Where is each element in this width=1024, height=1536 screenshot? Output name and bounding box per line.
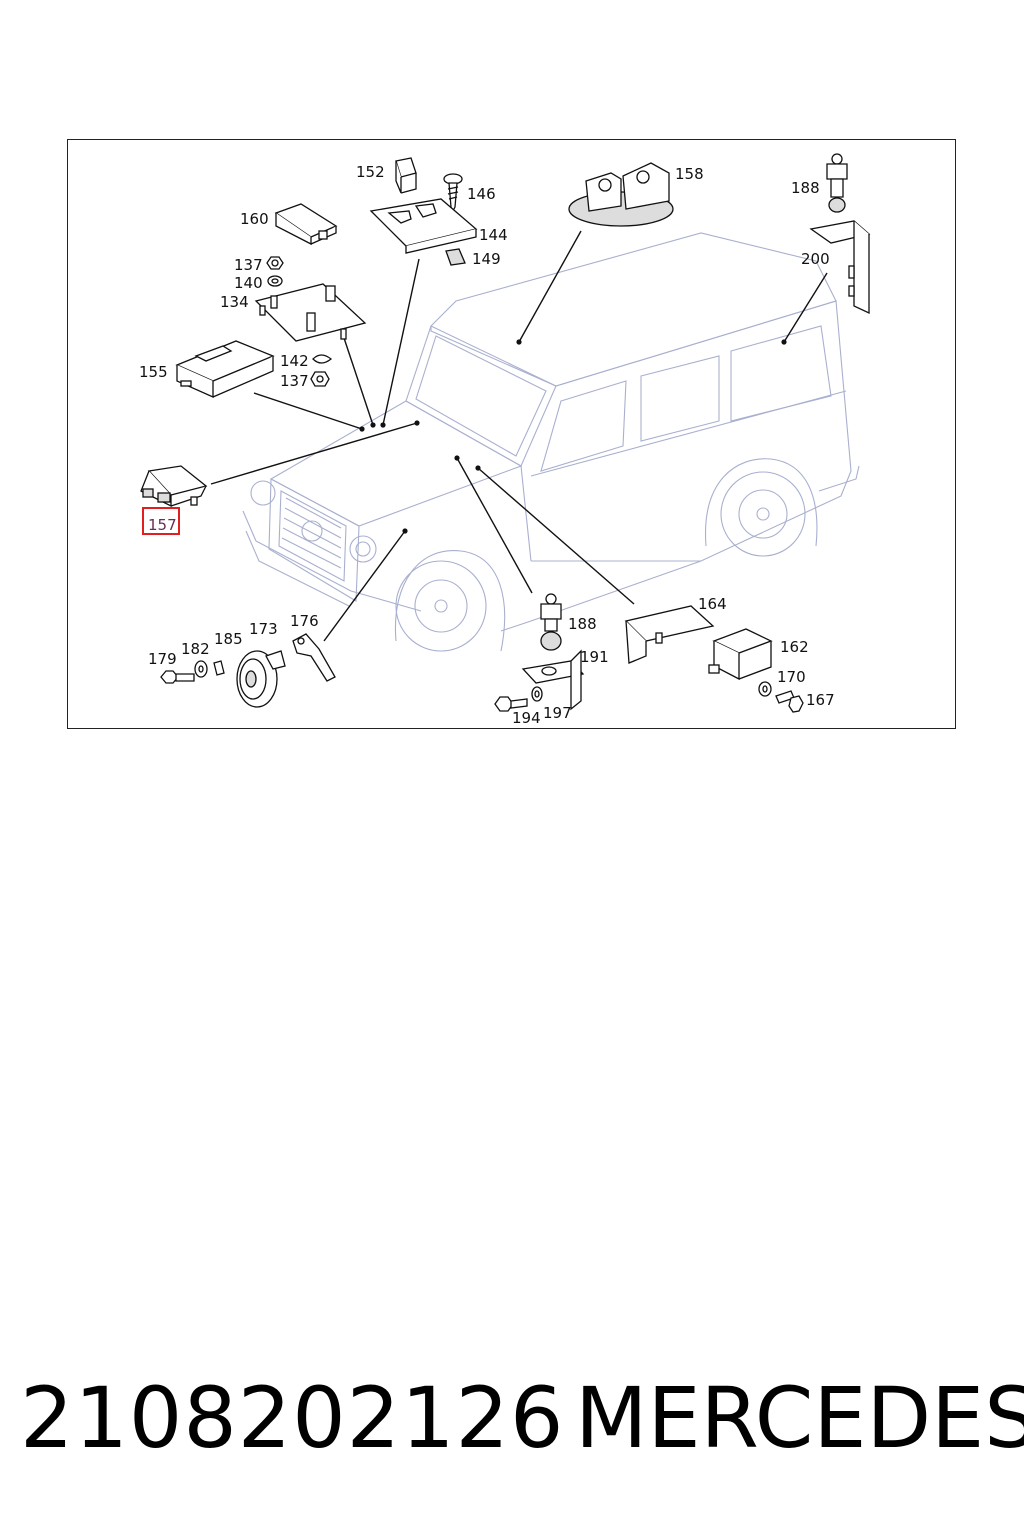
washer-part-182 — [194, 660, 208, 678]
label-146: 146 — [467, 185, 496, 203]
switch-part-188-top — [826, 153, 848, 213]
bracket-part-144 — [369, 198, 478, 254]
label-149: 149 — [472, 250, 501, 268]
bracket-part-164 — [624, 605, 715, 664]
label-179: 179 — [148, 650, 177, 668]
label-167: 167 — [806, 691, 835, 709]
module-part-157 — [140, 465, 208, 508]
label-194: 194 — [512, 709, 541, 727]
label-173: 173 — [249, 620, 278, 638]
washer-part-140 — [267, 275, 283, 287]
bracket-part-191 — [521, 649, 585, 711]
label-200: 200 — [801, 250, 830, 268]
label-170: 170 — [777, 668, 806, 686]
washer-part-197 — [531, 686, 543, 702]
washer-part-185 — [213, 660, 225, 676]
label-182: 182 — [181, 640, 210, 658]
label-144: 144 — [479, 226, 508, 244]
label-164: 164 — [698, 595, 727, 613]
plate-part-134 — [254, 283, 367, 342]
washer-part-170 — [758, 681, 772, 697]
screw-part-146 — [443, 173, 463, 213]
label-185: 185 — [214, 630, 243, 648]
label-152: 152 — [356, 163, 385, 181]
highlight-box-157 — [142, 507, 180, 535]
light-part-158 — [568, 162, 674, 227]
bracket-part-200 — [809, 220, 871, 315]
label-191: 191 — [580, 648, 609, 666]
module-part-160 — [274, 203, 338, 246]
bolt-part-194 — [494, 696, 528, 712]
parts-diagram-frame: 152 146 144 149 160 137 140 134 155 142 … — [67, 139, 956, 729]
bolt-part-167 — [775, 690, 804, 713]
module-part-162 — [708, 628, 773, 681]
leader-lines — [210, 230, 828, 642]
label-137-bottom: 137 — [280, 372, 309, 390]
parts-diagram: 152 146 144 149 160 137 140 134 155 142 … — [139, 153, 871, 727]
nut-part-137-top — [266, 256, 284, 270]
label-188-bottom: 188 — [568, 615, 597, 633]
part-labels: 152 146 144 149 160 137 140 134 155 142 … — [139, 163, 835, 727]
clip-part-142 — [312, 354, 333, 364]
label-197: 197 — [543, 704, 572, 722]
label-137-top: 137 — [234, 256, 263, 274]
label-134: 134 — [220, 293, 249, 311]
clip-part-149 — [445, 248, 466, 266]
nut-part-137-bottom — [310, 371, 330, 387]
relay-part-152 — [395, 157, 417, 194]
label-140: 140 — [234, 274, 263, 292]
label-157: 157 — [148, 516, 177, 534]
bracket-part-176 — [292, 633, 336, 682]
horn-part-173 — [236, 650, 286, 708]
label-155: 155 — [139, 363, 168, 381]
vehicle-outline — [242, 232, 860, 652]
switch-part-188-bottom — [540, 593, 562, 651]
part-number: 2108202126 — [20, 1369, 565, 1467]
bolt-part-179 — [160, 670, 195, 684]
brand-name: MERCEDES — [575, 1369, 1024, 1467]
module-part-155 — [175, 340, 275, 399]
label-142: 142 — [280, 352, 309, 370]
label-162: 162 — [780, 638, 809, 656]
label-158: 158 — [675, 165, 704, 183]
label-188-top: 188 — [791, 179, 820, 197]
label-176: 176 — [290, 612, 319, 630]
label-160: 160 — [240, 210, 269, 228]
